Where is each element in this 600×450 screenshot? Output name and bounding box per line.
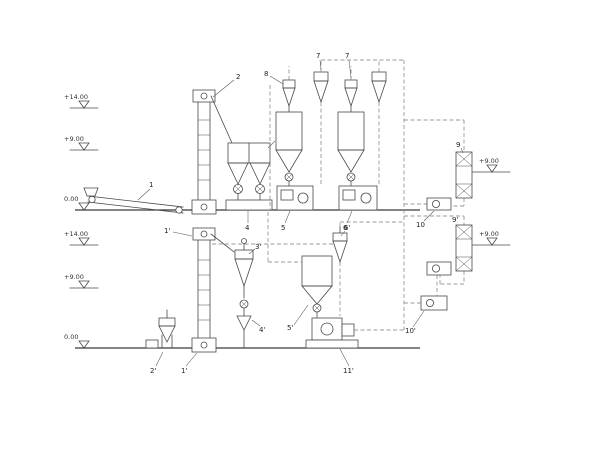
- equipment-label: 4': [259, 326, 265, 334]
- airlock-cone: [236, 315, 252, 331]
- process-bin-b: [337, 111, 365, 187]
- feeder: 2': [145, 309, 176, 375]
- level-triangle-icon: [78, 142, 90, 151]
- equipment-label: 3': [255, 243, 261, 251]
- cyclone-7a: 7: [313, 52, 329, 184]
- elevation-label: +14.00: [64, 93, 88, 101]
- elevation-label: +9.00: [479, 157, 499, 165]
- elevation-label: +9.00: [64, 273, 84, 281]
- elevation-markers-upper-left: +14.00 +9.00 0.00: [64, 93, 99, 211]
- fan-b: 10': [404, 261, 452, 335]
- level-triangle-icon: [78, 280, 90, 289]
- equipment-label: 1: [149, 181, 153, 189]
- discharge-chute: [210, 233, 235, 253]
- elevation-label: 0.00: [64, 333, 78, 341]
- process-bin-a: [275, 111, 303, 187]
- equipment-label: 2': [150, 367, 156, 375]
- elevation-markers-right: +9.00 +9.00: [471, 157, 511, 246]
- cyclone-d: 6': [332, 221, 404, 316]
- equipment-label: 6: [343, 224, 348, 232]
- cyclone-filter-8: 8: [264, 66, 296, 113]
- discharge-chute: [210, 95, 233, 144]
- press-motor: [341, 323, 355, 337]
- equipment-label: 8: [264, 70, 268, 78]
- spouting-lower: [212, 212, 333, 263]
- level-triangle-icon: [78, 237, 90, 246]
- fan-a: 10: [416, 197, 452, 229]
- level-triangle-icon: [78, 202, 90, 211]
- cyclone-7b: 7: [344, 52, 358, 113]
- level-triangle-icon: [486, 237, 498, 246]
- level-triangle-icon: [78, 100, 90, 109]
- equipment-label: 5: [281, 224, 285, 232]
- inclined-conveyor: 1: [83, 181, 184, 214]
- discharger-b: 9': [404, 215, 473, 285]
- equipment-label: 10: [416, 221, 425, 229]
- discharger-a: 9: [451, 141, 473, 207]
- conveyor-pulley-icon: [88, 195, 96, 204]
- equipment-label: 7: [345, 52, 349, 60]
- equipment-label: 7: [316, 52, 320, 60]
- elevation-label: +14.00: [64, 230, 88, 238]
- equipment-label: 5': [287, 324, 293, 332]
- surge-bin: 3 4: [225, 135, 280, 232]
- level-triangle-icon: [78, 340, 90, 349]
- cyclone-7c: [371, 60, 387, 184]
- level-triangle-icon: [486, 164, 498, 173]
- elevation-label: +9.00: [479, 230, 499, 238]
- feed-hopper-icon: [83, 187, 99, 197]
- equipment-label: 1': [181, 367, 187, 375]
- press: 11': [305, 317, 404, 375]
- equipment-label: 4: [245, 224, 250, 232]
- machine-a: 5: [276, 185, 314, 232]
- machine-b: 6: [338, 185, 378, 232]
- elevation-label: +9.00: [64, 135, 84, 143]
- machine-base: [225, 199, 273, 211]
- cyclone-c: 3' 4': [234, 238, 265, 349]
- equipment-label: 1': [164, 227, 170, 235]
- equipment-label: 6': [344, 224, 350, 232]
- elevator-boot-pulley: [200, 341, 208, 349]
- conveyor-pulley-icon: [175, 206, 183, 214]
- equipment-label: 11': [343, 367, 354, 375]
- elevator-head-pulley: [200, 92, 208, 100]
- equipment-label: 10': [405, 327, 416, 335]
- aspiration-ducting-upper: [269, 59, 465, 330]
- elevation-markers-lower-left: +14.00 +9.00 0.00: [64, 230, 99, 349]
- equipment-label: 9: [456, 141, 460, 149]
- bucket-elevator-a: 2: [191, 73, 240, 215]
- equipment-label: 2: [236, 73, 240, 81]
- hopper: 5': [287, 255, 333, 332]
- elevation-label: 0.00: [64, 195, 78, 203]
- elevator-boot-pulley: [200, 203, 208, 211]
- equipment-label: 9': [452, 216, 458, 224]
- bucket-elevator-b: 1' 1': [164, 227, 235, 375]
- elevator-head-pulley: [200, 230, 208, 238]
- press-base: [305, 339, 359, 349]
